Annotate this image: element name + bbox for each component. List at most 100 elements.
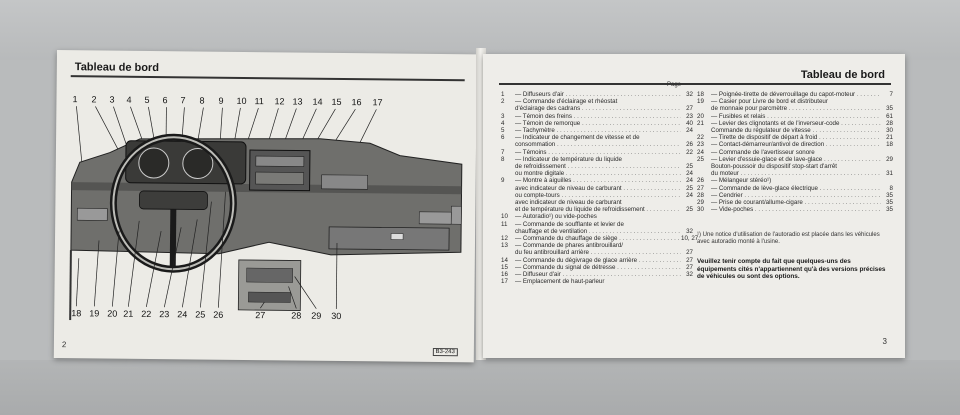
legend-entry-page: 32: [686, 271, 693, 279]
legend-entry-page: 35: [886, 105, 893, 113]
legend-entry-text: — Témoin des freins: [515, 113, 681, 120]
legend-entry-page: [681, 156, 693, 163]
legend-entry-number: [697, 170, 711, 177]
legend-entry: 18— Poignée-tirette de déverrouillage du…: [697, 91, 893, 98]
legend-entry: 6 — Indicateur de changement de vitesse e…: [501, 134, 693, 141]
legend-entry-text: ou compte-tours: [515, 192, 681, 199]
legend-entry-text: de monnaie pour parcmètre: [711, 105, 881, 112]
legend-entry-number: 30: [697, 206, 704, 214]
legend-entry: chauffage et de ventilation32: [501, 228, 693, 235]
legend-entry: de monnaie pour parcmètre 35: [697, 105, 893, 112]
left-page-title: Tableau de bord: [74, 61, 160, 75]
legend-entry-text: avec indicateur de niveau de carburant: [515, 185, 681, 192]
legend-entry-page: 32: [686, 91, 693, 98]
air-vent-center: [321, 174, 369, 190]
legend-entry-text: — Cendrier: [711, 192, 881, 199]
tachometer-gauge: [182, 147, 214, 179]
book-gutter: [476, 48, 486, 360]
legend-entry-number: 29: [697, 199, 704, 207]
legend-entry-number: 26: [697, 177, 704, 185]
legend-entry-page: 40: [686, 119, 693, 127]
legend-entry-page: 27: [686, 249, 693, 257]
legend-entry-number: 12: [501, 235, 508, 243]
options-notice: Veuillez tenir compte du fait que quelqu…: [697, 258, 886, 281]
legend-entry: 15— Commande du signal de détresse27: [501, 264, 693, 271]
legend-entry: 23— Contact-démarreur/antivol de directi…: [697, 141, 893, 148]
legend-entry-page: [681, 98, 693, 105]
legend-entry: 20— Fusibles et relais61: [697, 113, 893, 120]
footnote: ¹) Une notice d'utilisation de l'autorad…: [697, 232, 880, 245]
legend-entry-page: 24: [686, 127, 693, 135]
legend-entry: 10— Autoradio¹) ou vide-poches: [501, 213, 693, 220]
legend-entry-text: — Commande de soufflante et levier de: [515, 220, 624, 228]
legend-entry-number: [501, 199, 515, 206]
legend-entry: du moteur31: [697, 170, 893, 177]
legend-entry-number: 17: [501, 278, 508, 286]
center-console: [237, 259, 302, 311]
legend-entry-text: Bouton-poussoir du dispositif stop-start…: [711, 163, 838, 171]
legend-entry-page: 8: [889, 184, 893, 192]
legend-entry-page: 61: [886, 112, 893, 120]
legend-entry-page: [881, 163, 893, 170]
legend-entry-text: — Indicateur de changement de vitesse et…: [515, 134, 640, 142]
legend-entry: 24— Commande de l'avertisseur sonore: [697, 149, 893, 156]
legend-entry-text: — Mélangeur stéréo¹): [711, 177, 772, 185]
legend-entry-number: 16: [501, 271, 508, 279]
legend-list-left: 1— Diffuseurs d'air322— Commande d'éclai…: [501, 91, 699, 286]
legend-entry-number: 28: [697, 191, 704, 199]
background-bottom: [0, 360, 960, 415]
legend-entry-page: 26: [686, 141, 693, 149]
legend-entry: de refroidissement25: [501, 163, 693, 170]
legend-entry: 11 — Commande de soufflante et levier de: [501, 221, 693, 228]
legend-entry-page: 25: [686, 163, 693, 171]
legend-entry-text: — Commande du chauffage de siège: [515, 235, 681, 242]
legend-entry-text: — Diffuseur d'air: [515, 271, 681, 278]
legend-entry-number: [501, 141, 515, 148]
right-page: Tableau de bord Page 1— Diffuseurs d'air…: [483, 54, 905, 358]
legend-entry-page: 35: [886, 206, 893, 214]
legend-entry: 12 — Commande du chauffage de siège10, 27: [501, 235, 699, 243]
legend-entry-text: consommation: [515, 141, 681, 148]
legend-entry: 25— Levier d'essuie-glace et de lave-gla…: [697, 156, 893, 163]
legend-entry: 29— Prise de courant/allume-cigare35: [697, 199, 893, 206]
legend-entry-page: [681, 199, 693, 206]
legend-entry-page: [681, 213, 693, 220]
legend-entry-number: 10: [501, 213, 508, 221]
legend-entry-page: 35: [886, 199, 893, 207]
legend-entry: 26 — Mélangeur stéréo¹): [697, 177, 893, 184]
legend-entry-number: 6: [501, 134, 505, 142]
legend-entry-page: [881, 149, 893, 156]
legend-entry-text: — Commande du signal de détresse: [515, 264, 681, 271]
legend-entry-number: 20: [697, 112, 704, 120]
legend-entry-text: du feu antibrouillard arrière: [515, 249, 681, 256]
legend-entry-number: [697, 163, 711, 170]
legend-entry-page: [881, 177, 893, 184]
legend-entry-number: 13: [501, 242, 508, 250]
legend-entry-text: Commande du régulateur de vitesse: [711, 127, 881, 134]
legend-entry-text: — Casier pour Livre de bord et distribut…: [711, 98, 828, 106]
legend-entry-number: [501, 185, 515, 192]
legend-entry-number: [501, 206, 515, 213]
legend-entry: 5— Tachymètre24: [501, 127, 693, 134]
legend-entry: du feu antibrouillard arrière 27: [501, 249, 693, 256]
legend-entry-page: 24: [686, 191, 693, 199]
legend-entry: d'éclairage des cadrans27: [501, 105, 693, 112]
legend-entry: consommation 26: [501, 141, 693, 148]
legend-entry-page: 24: [686, 177, 693, 185]
legend-entry-text: — Emplacement de haut-parleur: [515, 278, 605, 286]
figure-code: B3-243: [432, 347, 458, 357]
dashboard-drawing: [69, 106, 463, 321]
legend-entry-page: 10, 27: [681, 235, 699, 243]
legend-entry-text: — Indicateur de température du liquide: [515, 155, 622, 163]
legend-entry-page: 30: [886, 127, 893, 135]
legend-entry: 8 — Indicateur de température du liquide: [501, 156, 693, 163]
legend-entry-text: et de température du liquide de refroidi…: [515, 206, 681, 213]
legend-entry-number: 8: [501, 155, 505, 163]
legend-entry-number: 18: [697, 91, 704, 98]
legend-entry-number: [697, 105, 711, 112]
legend-entry-number: 11: [501, 220, 508, 228]
air-vent-left: [76, 207, 108, 221]
legend-entry-text: — Commande d'éclairage et rhéostat: [515, 98, 618, 106]
legend-entry-page: 31: [886, 170, 893, 178]
legend-entry-text: — Tachymètre: [515, 127, 681, 134]
